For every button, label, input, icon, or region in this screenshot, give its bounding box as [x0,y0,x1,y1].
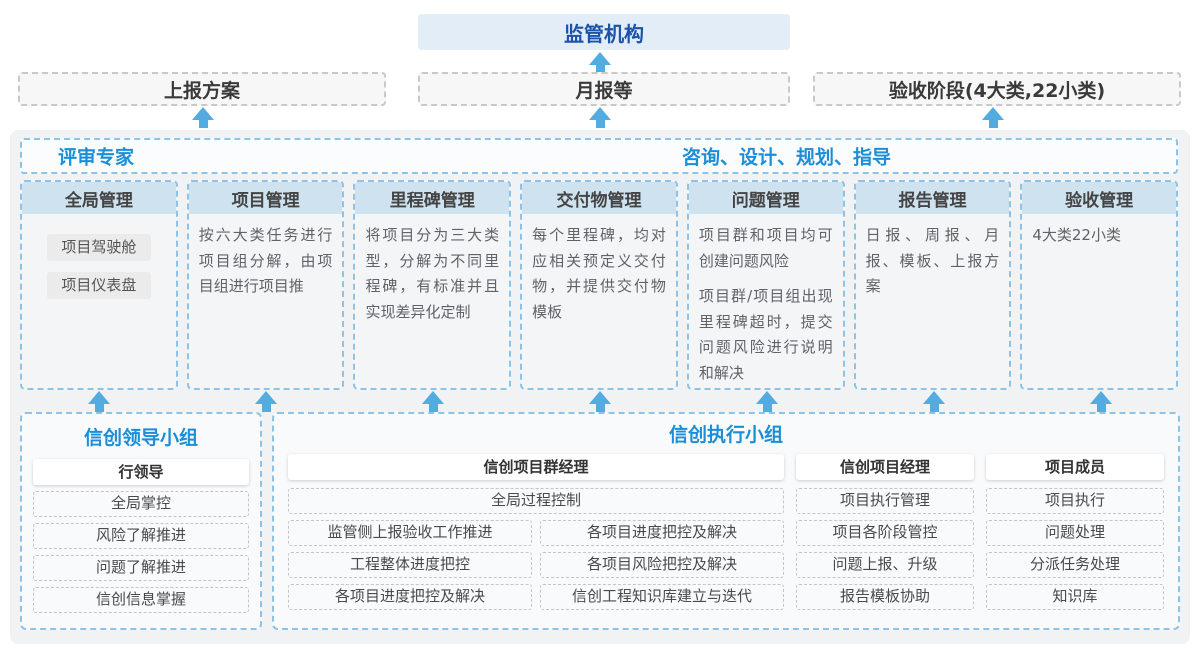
column-milestone-mgmt: 里程碑管理 将项目分为三大类型，分解为不同里程碑，有标准并且实现差异化定制 [353,180,512,390]
up-arrow-icon [255,391,277,412]
program-manager-tasks: 全局过程控制 监管侧上报验收工作推进 各项目进度把控及解决 工程整体进度把控 各… [288,488,784,610]
project-member-group: 项目成员 项目执行 问题处理 分派任务处理 知识库 [986,454,1164,610]
task-item: 问题处理 [986,520,1164,546]
task-item: 工程整体进度把控 [288,552,532,578]
role-project-member: 项目成员 [986,454,1164,480]
up-arrow-icon [589,391,611,412]
feature-pill: 项目驾驶舱 [46,234,151,261]
task-item: 分派任务处理 [986,552,1164,578]
role-bank-leadership: 行领导 [33,459,249,485]
task-item: 全局过程控制 [288,488,784,514]
column-deliverable-mgmt: 交付物管理 每个里程碑，均对应相关预定义交付物，并提供交付物模板 [520,180,678,390]
column-global-mgmt: 全局管理 项目驾驶舱 项目仪表盘 [20,180,178,390]
column-body-text: 4大类22小类 [1032,226,1121,244]
consulting-design-label: 咨询、设计、规划、指导 [682,146,892,169]
role-project-manager: 信创项目经理 [796,454,974,480]
task-item: 项目各阶段管控 [796,520,974,546]
acceptance-stage-box: 验收阶段(4大类,22小类) [813,72,1181,106]
column-title: 项目管理 [188,182,343,214]
project-member-tasks: 项目执行 问题处理 分派任务处理 知识库 [986,488,1164,610]
column-issue-mgmt: 问题管理 项目群和项目均可创建问题风险 项目群/项目组出现里程碑超时，提交问题风… [686,180,845,390]
column-acceptance-mgmt: 验收管理 4大类22小类 [1020,180,1179,390]
task-item: 问题了解推进 [33,555,249,581]
column-title: 里程碑管理 [355,182,510,214]
up-arrow-icon [589,52,611,73]
task-item: 监管侧上报验收工作推进 [288,520,532,546]
execution-columns: 信创项目群经理 全局过程控制 监管侧上报验收工作推进 各项目进度把控及解决 工程… [288,454,1164,610]
task-item: 信创信息掌握 [33,587,249,613]
project-manager-tasks: 项目执行管理 项目各阶段管控 问题上报、升级 报告模板协助 [796,488,974,610]
task-item: 问题上报、升级 [796,552,974,578]
project-manager-group: 信创项目经理 项目执行管理 项目各阶段管控 问题上报、升级 报告模板协助 [796,454,974,610]
task-item: 各项目风险把控及解决 [540,552,784,578]
column-title: 交付物管理 [522,182,676,214]
column-title: 问题管理 [688,182,843,214]
management-columns: 全局管理 项目驾驶舱 项目仪表盘 项目管理 按六大类任务进行项目组分解，由项目组… [20,180,1179,390]
up-arrow-icon [422,391,444,412]
panel-leadership-group: 信创领导小组 行领导 全局掌控 风险了解推进 问题了解推进 信创信息掌握 [20,412,262,630]
up-arrow-icon [1090,391,1112,412]
task-item: 项目执行 [986,488,1164,514]
up-arrow-icon [192,107,214,128]
up-arrow-icon [756,391,778,412]
column-title: 报告管理 [855,182,1010,214]
task-item: 项目执行管理 [796,488,974,514]
task-item: 知识库 [986,584,1164,610]
column-body-text: 每个里程碑，均对应相关预定义交付物，并提供交付物模板 [532,226,666,321]
task-item: 各项目进度把控及解决 [288,584,532,610]
column-body-text: 按六大类任务进行项目组分解，由项目组进行项目推 [198,226,333,295]
regulator-box: 监管机构 [418,14,790,50]
program-manager-group: 信创项目群经理 全局过程控制 监管侧上报验收工作推进 各项目进度把控及解决 工程… [288,454,784,610]
up-arrow-icon [589,107,611,128]
report-plan-box: 上报方案 [18,72,386,106]
review-experts-label: 评审专家 [58,146,135,169]
experts-header-box: 评审专家 咨询、设计、规划、指导 [20,138,1178,174]
task-item: 报告模板协助 [796,584,974,610]
column-body: 项目群和项目均可创建问题风险 项目群/项目组出现里程碑超时，提交问题风险进行说明… [689,214,843,388]
column-title: 验收管理 [1022,182,1177,214]
up-arrow-icon [88,391,110,412]
column-body-text: 日报、周报、月报、模板、上报方案 [865,226,1000,295]
column-body-text: 项目群和项目均可创建问题风险 [698,226,833,270]
column-body-text: 将项目分为三大类型，分解为不同里程碑，有标准并且实现差异化定制 [365,226,500,321]
monthly-report-box: 月报等 [418,72,790,106]
up-arrow-icon [982,107,1004,128]
task-item: 信创工程知识库建立与迭代 [540,584,784,610]
task-item: 风险了解推进 [33,523,249,549]
column-title: 全局管理 [22,182,176,214]
execution-group-title: 信创执行小组 [668,424,783,446]
task-item: 各项目进度把控及解决 [540,520,784,546]
task-item: 全局掌控 [33,491,249,517]
column-body-text: 项目群/项目组出现里程碑超时，提交问题风险进行说明和解决 [698,287,833,382]
feature-pill: 项目仪表盘 [46,272,151,299]
up-arrow-icon [923,391,945,412]
arrow-head [589,52,611,65]
role-program-manager: 信创项目群经理 [288,454,784,480]
column-report-mgmt: 报告管理 日报、周报、月报、模板、上报方案 [853,180,1012,390]
arrow-stem [595,65,605,73]
column-project-mgmt: 项目管理 按六大类任务进行项目组分解，由项目组进行项目推 [186,180,345,390]
leadership-group-title: 信创领导小组 [83,427,198,449]
column-body: 项目驾驶舱 项目仪表盘 [22,214,176,308]
panel-execution-group: 信创执行小组 信创项目群经理 全局过程控制 监管侧上报验收工作推进 各项目进度把… [272,412,1180,630]
